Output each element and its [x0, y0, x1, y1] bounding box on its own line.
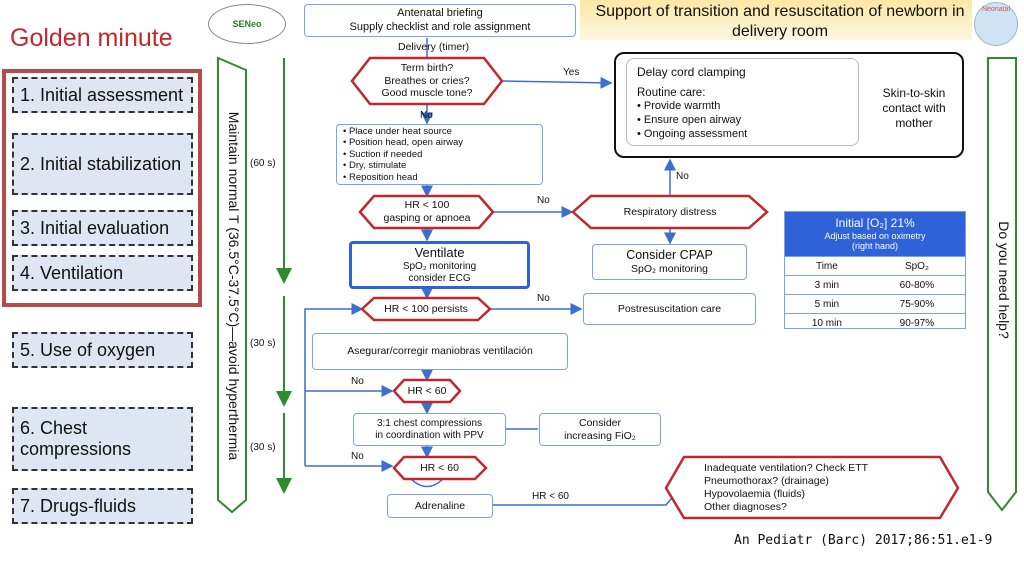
- postresuscitation-text: Postresuscitation care: [617, 302, 722, 315]
- table-row: 3 min 60-80%: [785, 275, 965, 295]
- hr-persists-question: HR < 100 persists: [384, 302, 468, 315]
- delay-cord-clamping: Delay cord clamping: [637, 65, 746, 79]
- chest-compressions-text: 3:1 chest compressions in coordination w…: [375, 417, 484, 441]
- oxygen-table: Initial [O₂] 21% Adjust based on oximetr…: [784, 211, 966, 332]
- step-ventilation: 4. Ventilation: [12, 255, 193, 291]
- asegurar-text: Asegurar/corregir maniobras ventilación: [347, 345, 533, 358]
- hr60-label: HR < 60: [532, 491, 569, 502]
- stabilize-item-reposition: • Reposition head: [343, 171, 418, 183]
- routine-care-frame: [614, 52, 964, 158]
- delivery-label: Delivery (timer): [398, 41, 470, 53]
- adrenaline-text: Adrenaline: [414, 499, 466, 512]
- step-drugs-fluids: 7. Drugs-fluids: [12, 488, 193, 524]
- hr60-question-1: HR < 60: [407, 384, 447, 397]
- antenatal-briefing-box: Antenatal briefing Supply checklist and …: [304, 4, 576, 37]
- seneo-logo-text: SENeo: [232, 19, 262, 29]
- col-time: Time: [785, 256, 869, 276]
- oxygen-table-title: Initial [O₂] 21%: [835, 215, 915, 230]
- hr60-question-2: HR < 60: [420, 461, 459, 474]
- timer-30s-1: (30 s): [250, 338, 276, 349]
- term-birth-question: Term birth? Breathes or cries? Good musc…: [381, 62, 473, 100]
- no-label-1: No: [420, 110, 433, 121]
- no-label-3: No: [676, 171, 689, 182]
- stabilize-item-dry: • Dry, stimulate: [343, 160, 407, 172]
- routine-item-airway: • Ensure open airway: [637, 114, 742, 127]
- spo2-cell: 75-90%: [868, 294, 965, 314]
- routine-item-warmth: • Provide warmth: [637, 100, 721, 113]
- step-use-of-oxygen: 5. Use of oxygen: [12, 332, 193, 368]
- col-spo2: SpO₂: [868, 256, 965, 276]
- table-row: 10 min 90-97%: [785, 313, 965, 332]
- postresuscitation-box: Postresuscitation care: [583, 293, 756, 325]
- no-label-2: No: [537, 195, 550, 206]
- fio2-text: Consider increasing FiO₂: [564, 416, 636, 442]
- step-initial-stabilization: 2. Initial stabilization: [12, 133, 193, 195]
- routine-item-assessment: • Ongoing assessment: [637, 127, 748, 140]
- routine-care-title: Routine care:: [637, 87, 706, 99]
- seneo-logo: SENeo: [208, 4, 286, 44]
- neonatal-logo: Neonatal: [974, 2, 1018, 46]
- stabilize-item-position: • Position head, open airway: [343, 137, 464, 149]
- adrenaline-box: Adrenaline: [387, 494, 493, 518]
- ventilate-box: Ventilate SpO₂ monitoring consider ECG: [349, 241, 530, 289]
- stabilization-box: • Place under heat source • Position hea…: [336, 124, 543, 185]
- table-row: 5 min 75-90%: [785, 294, 965, 314]
- golden-minute-frame: [2, 69, 202, 307]
- respiratory-distress: Respiratory distress: [623, 205, 717, 218]
- antenatal-briefing-text: Antenatal briefing Supply checklist and …: [349, 7, 531, 33]
- title-banner: [580, 0, 972, 40]
- timer-30s-2: (30 s): [250, 442, 276, 453]
- ventilate-title: Ventilate: [414, 245, 465, 261]
- neonatal-logo-text: Neonatal: [981, 6, 1011, 13]
- timer-60s: (60 s): [250, 158, 276, 169]
- oxygen-table-subtitle: Adjust based on oximetry (right hand): [824, 230, 926, 251]
- step-initial-assessment: 1. Initial assessment: [12, 77, 193, 113]
- yes-label: Yes: [563, 67, 580, 78]
- hr-gasping-question: HR < 100 gasping or apnoea: [383, 199, 471, 224]
- golden-minute-title: Golden minute: [10, 24, 173, 52]
- no-label-6: No: [351, 451, 364, 462]
- time-cell: 10 min: [785, 313, 869, 332]
- stabilize-item-heat: • Place under heat source: [343, 125, 452, 137]
- step-chest-compressions: 6. Chest compressions: [12, 407, 193, 471]
- step-initial-evaluation: 3. Initial evaluation: [12, 210, 193, 246]
- cause-hypovolaemia: Hypovolaemia (fluids): [704, 488, 805, 501]
- left-band-shape: [217, 56, 247, 514]
- asegurar-box: Asegurar/corregir maniobras ventilación: [312, 333, 568, 370]
- ventilate-subtitle: SpO₂ monitoring consider ECG: [402, 260, 477, 284]
- citation: An Pediatr (Barc) 2017;86:51.e1-9: [734, 533, 993, 548]
- cpap-box: Consider CPAP SpO₂ monitoring: [592, 244, 747, 280]
- fio2-box: Consider increasing FiO₂: [539, 413, 661, 446]
- spo2-cell: 90-97%: [868, 313, 965, 332]
- routine-care-inner: Delay cord clamping Routine care: • Prov…: [626, 58, 859, 146]
- no-label-5: No: [351, 376, 364, 387]
- time-cell: 5 min: [785, 294, 869, 314]
- spo2-cell: 60-80%: [868, 275, 965, 295]
- table-header-row: Time SpO₂: [785, 256, 965, 276]
- page-title: Support of transition and resuscitation …: [595, 3, 965, 40]
- right-band-shape: [987, 57, 1017, 512]
- help-side-label: Do you need help?: [996, 221, 1012, 339]
- oxygen-table-grid: Time SpO₂ 3 min 60-80% 5 min 75-90% 10 m…: [785, 256, 965, 332]
- cause-other: Other diagnoses?: [704, 501, 787, 514]
- cause-ventilation: Inadequate ventilation? Check ETT: [704, 462, 869, 474]
- stabilize-item-suction: • Suction if needed: [343, 148, 423, 160]
- skin-to-skin-text: Skin-to-skin contact with mother: [882, 86, 946, 130]
- no-label-4: No: [537, 293, 550, 304]
- time-cell: 3 min: [785, 275, 869, 295]
- cause-pneumothorax: Pneumothorax? (drainage): [704, 475, 829, 488]
- chest-compressions-box: 3:1 chest compressions in coordination w…: [353, 413, 506, 446]
- temperature-side-label: Maintain normal T (36.5°C-37.5°C)—avoid …: [226, 111, 242, 461]
- oxygen-table-header: Initial [O₂] 21% Adjust based on oximetr…: [785, 212, 965, 256]
- cpap-title: Consider CPAP: [626, 248, 713, 263]
- causes-list: Inadequate ventilation? Check ETT Pneumo…: [704, 462, 934, 515]
- cpap-subtitle: SpO₂ monitoring: [630, 263, 709, 276]
